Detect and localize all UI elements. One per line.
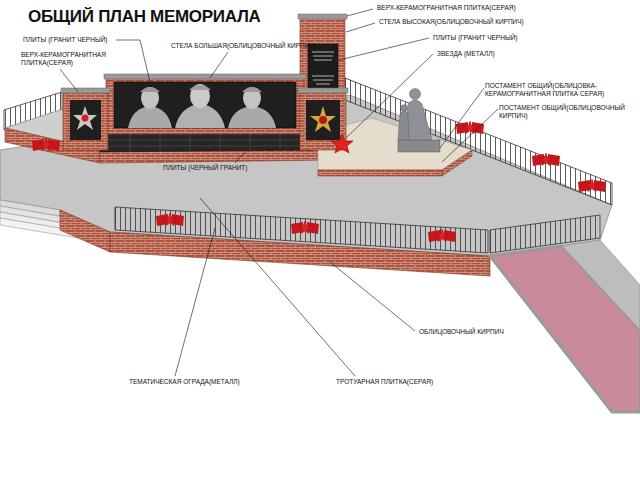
callout-label: СТЕЛА ВЫСОКАЯ(ОБЛИЦОВОЧНЫЙ КИРПИЧ)	[378, 18, 525, 26]
callout-label: ПОСТАМЕНТ ОБЩИЙ(ОБЛИЦОВКА-КЕРАМОГРАНИТНА…	[484, 82, 636, 98]
callout-label: ПОСТАМЕНТ ОБЩИЙ(ОБЛИЦОВОЧНЫЙ КИРПИЧ)	[498, 104, 636, 120]
callout-label: ПЛИТЫ (ЧЕРНЫЙ ГРАНИТ)	[162, 164, 249, 172]
paving	[0, 95, 612, 256]
callout-label: ВЕРХ-КЕРАМОГРАНИТНАЯ ПЛИТКА(СЕРАЯ)	[20, 51, 118, 67]
callout-label: ЗВЕЗДА (МЕТАЛЛ)	[436, 50, 496, 58]
star	[331, 134, 353, 153]
title: ОБЩИЙ ПЛАН МЕМОРИАЛА	[28, 7, 260, 27]
callout-label: ПЛИТЫ (ГРАНИТ ЧЕРНЫЙ)	[432, 34, 519, 42]
callout-label: ОБЛИЦОВОЧНЫЙ КИРПИЧ	[418, 328, 505, 336]
callout-label: ПЛИТЫ (ГРАНИТ ЧЕРНЫЙ)	[22, 36, 109, 44]
big-stele	[106, 78, 304, 134]
callout-label: СТЕЛА БОЛЬШАЯ(ОБЛИЦОВОЧНЫЙ КИРПИЧ)	[170, 42, 317, 50]
callout-label: ТЕМАТИЧЕСКАЯ ОГРАДА(МЕТАЛЛ)	[128, 378, 241, 386]
leader-lines	[60, 9, 498, 376]
callout-label: ТРОТУАРНАЯ ПЛИТКА(СЕРАЯ)	[335, 378, 434, 386]
callout-label: ВЕРХ-КЕРАМОГРАНИТНАЯ ПЛИТКА(СЕРАЯ)	[376, 4, 517, 12]
